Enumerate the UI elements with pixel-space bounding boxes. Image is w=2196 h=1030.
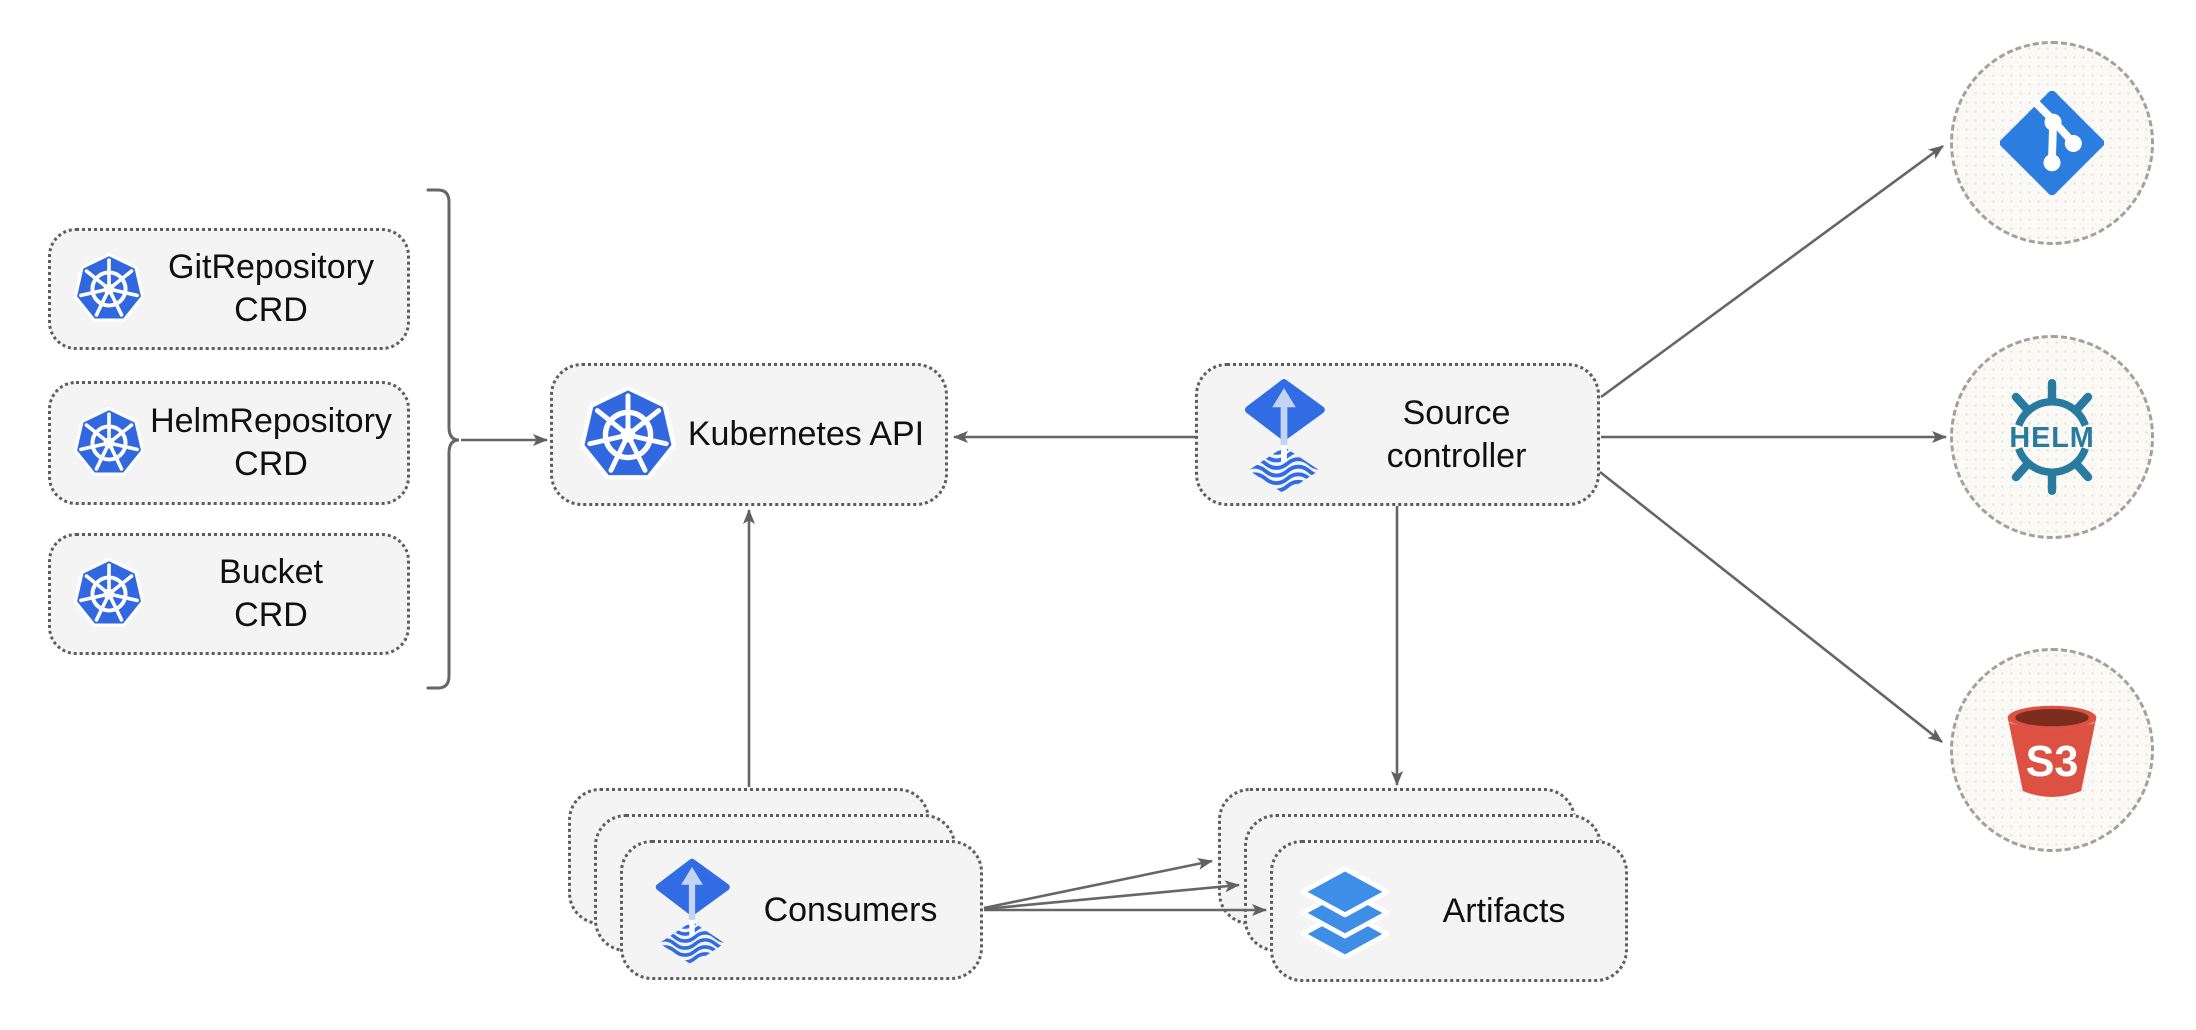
git-icon <box>2000 91 2104 195</box>
bucket-crd-label: Bucket CRD <box>219 553 323 634</box>
helmrepository-crd-label: HelmRepository CRD <box>150 402 392 483</box>
flux-icon <box>1242 376 1326 494</box>
arrow-consumers-to-artifacts-middle <box>983 880 1240 911</box>
gitrepository-crd-node: GitRepository CRD <box>48 228 410 350</box>
kubernetes-icon <box>73 253 145 325</box>
s3-wordmark: S3 <box>2026 738 2079 786</box>
flux-icon <box>653 856 731 965</box>
kubernetes-api-node: Kubernetes API <box>550 363 948 506</box>
layers-icon <box>1297 863 1393 959</box>
s3-source-circle: S3 <box>1950 648 2154 852</box>
kubernetes-api-label: Kubernetes API <box>687 415 925 454</box>
arrow-source-controller-to-s3 <box>1599 470 1943 744</box>
arrow-consumers-to-artifacts-back <box>983 857 1213 910</box>
crd-group-bracket <box>426 188 460 690</box>
source-controller-label: Source controller <box>1386 393 1527 475</box>
consumers-node: Consumers <box>620 840 983 980</box>
arrow-source-controller-to-git <box>1600 144 1944 399</box>
git-source-circle <box>1950 41 2154 245</box>
helm-wordmark: HELM <box>2009 422 2094 454</box>
bucket-crd-node: Bucket CRD <box>48 533 410 655</box>
helm-icon: HELM <box>2009 378 2094 496</box>
artifacts-node: Artifacts <box>1270 840 1628 982</box>
helm-source-circle: HELM <box>1950 335 2154 539</box>
consumers-label: Consumers <box>763 890 938 929</box>
gitrepository-crd-label: GitRepository CRD <box>168 248 374 329</box>
kubernetes-icon <box>579 386 677 484</box>
helmrepository-crd-node: HelmRepository CRD <box>48 381 410 505</box>
s3-bucket-icon: S3 <box>2007 705 2097 797</box>
source-controller-node: Source controller <box>1195 363 1600 506</box>
artifacts-label: Artifacts <box>1442 891 1566 930</box>
kubernetes-icon <box>73 558 145 630</box>
kubernetes-icon <box>73 407 145 479</box>
